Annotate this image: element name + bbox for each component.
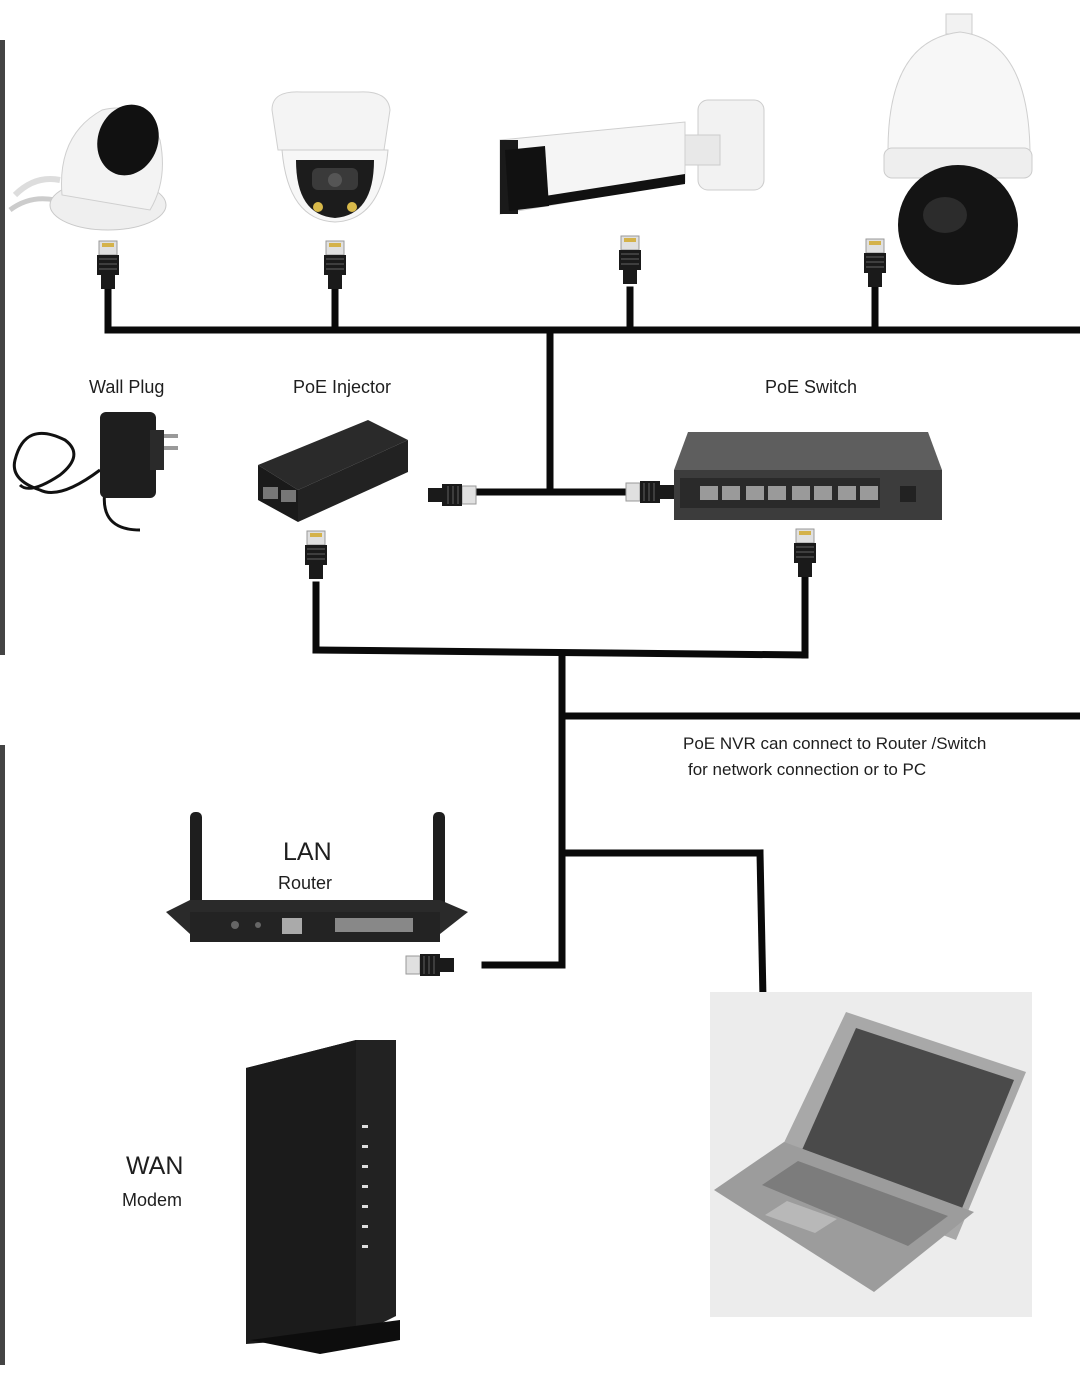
- poe-injector-label: PoE Injector: [293, 377, 392, 397]
- dome-camera-icon: [271, 91, 391, 223]
- rj45-connectors: [96, 235, 887, 977]
- ptz-camera-icon: [883, 13, 1033, 285]
- nvr-note-line1: PoE NVR can connect to Router /Switch: [683, 734, 987, 753]
- nvr-note-line2: for network connection or to PC: [688, 760, 927, 779]
- wall-plug-label: Wall Plug: [89, 377, 165, 397]
- wall-plug-icon: [12, 412, 178, 532]
- laptop-icon: [710, 992, 1032, 1317]
- wan-label: WAN: [126, 1152, 184, 1180]
- lan-router-icon: [166, 812, 468, 942]
- cable-network: [104, 286, 1080, 1115]
- wan-modem-icon: [246, 1040, 400, 1354]
- left-border-top: [0, 40, 5, 655]
- lan-label: LAN: [283, 838, 332, 866]
- left-border-bottom: [0, 745, 5, 1365]
- poe-switch-label: PoE Switch: [765, 377, 858, 397]
- turret-camera-icon: [8, 104, 167, 231]
- router-label: Router: [278, 873, 333, 893]
- modem-label: Modem: [122, 1190, 183, 1210]
- bullet-camera-icon: [499, 99, 765, 215]
- poe-switch-icon: [674, 432, 942, 520]
- poe-injector-icon: [258, 420, 408, 522]
